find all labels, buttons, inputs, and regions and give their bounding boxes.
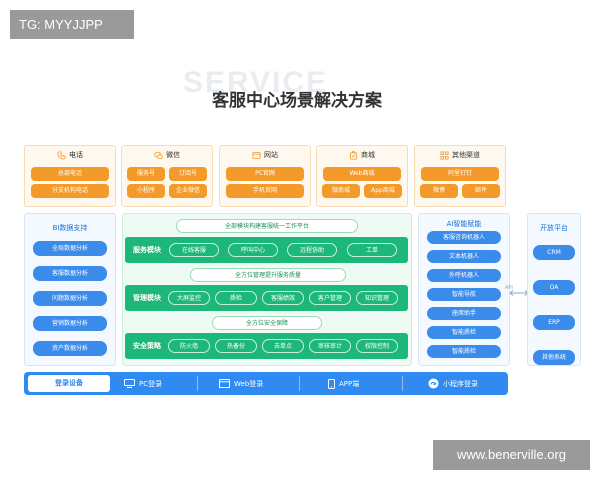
open-platform-title: 开放平台	[540, 224, 568, 232]
btn-knowledge-mgmt[interactable]: 知识管理	[356, 291, 398, 305]
channel-store-name: 商城	[361, 151, 375, 159]
channel-phone-name: 电话	[69, 151, 83, 159]
channel-other: 其他渠道 阿里钉钉 微博 邮件	[414, 145, 506, 207]
store-icon	[349, 150, 358, 160]
page-title: 客服中心场景解决方案	[212, 91, 382, 111]
login-web-label: Web登录	[234, 379, 264, 388]
security-strategy-band: 安全策略 防火墙 热备份 去单点 审核审计 权限控制	[125, 333, 408, 359]
ai-item-smart-nav[interactable]: 智能导航	[427, 288, 501, 301]
phone-icon	[57, 150, 66, 160]
pill-enterprise-wechat[interactable]: 企业微信	[169, 184, 207, 198]
management-module-band: 管理模块 大屏监控 质检 客服绩效 客户管理 知识管理	[125, 285, 408, 311]
bi-panel: BI数据支持 全局数据分析 客服数据分析 问题数据分析 营销数据分析 资产数据分…	[24, 213, 116, 366]
ai-item-agent-assist[interactable]: 座席助手	[427, 307, 501, 320]
login-app-label: APP端	[339, 379, 360, 388]
btn-firewall[interactable]: 防火墙	[168, 339, 210, 353]
channel-website-name: 网站	[264, 151, 278, 159]
btn-online-service[interactable]: 在线客服	[169, 243, 219, 257]
bi-item-marketing[interactable]: 营销数据分析	[33, 316, 107, 331]
btn-quality-check[interactable]: 质检	[215, 291, 257, 305]
pill-dingtalk[interactable]: 阿里钉钉	[421, 167, 499, 181]
service-watermark: SERVICE	[183, 66, 329, 99]
channel-other-name: 其他渠道	[452, 151, 480, 159]
bi-item-issues[interactable]: 问题数据分析	[33, 291, 107, 306]
btn-hot-backup[interactable]: 热备份	[215, 339, 257, 353]
pill-mini-program[interactable]: 小程序	[127, 184, 165, 198]
channel-website: 网站 PC官网 手机官网	[219, 145, 311, 207]
pill-app-store[interactable]: App商城	[364, 184, 402, 198]
pill-pc-website[interactable]: PC官网	[226, 167, 304, 181]
pill-branch-phone[interactable]: 分支机构电话	[31, 184, 109, 198]
divider	[197, 376, 198, 391]
divider	[402, 376, 403, 391]
btn-call-center[interactable]: 呼叫中心	[228, 243, 278, 257]
open-item-crm[interactable]: CRM	[533, 245, 575, 260]
pill-micro-store[interactable]: 微商城	[322, 184, 360, 198]
ai-item-smart-qc-2[interactable]: 智能质检	[427, 345, 501, 358]
ai-item-smart-qc-1[interactable]: 智能质检	[427, 326, 501, 339]
security-row-label: 全方位安全保障	[212, 316, 322, 330]
btn-screen-monitor[interactable]: 大屏监控	[168, 291, 210, 305]
tg-tag: TG: MYYJJPP	[10, 10, 134, 39]
ai-panel-title: AI智能赋能	[446, 220, 482, 228]
browser-icon	[219, 379, 230, 388]
management-row-label: 全方位管理提升服务质量	[190, 268, 346, 282]
open-item-erp[interactable]: ERP	[533, 315, 575, 330]
pill-web-store[interactable]: Web商城	[323, 167, 401, 181]
open-platform-panel: 开放平台 CRM OA ERP 其他系统	[527, 213, 581, 366]
pill-service-account[interactable]: 服务号	[127, 167, 165, 181]
btn-service-kpi[interactable]: 客服绩效	[262, 291, 304, 305]
btn-ticket[interactable]: 工单	[347, 243, 397, 257]
login-mini-program-label: 小程序登录	[443, 379, 478, 388]
login-mini-program[interactable]: 小程序登录	[428, 372, 478, 395]
bi-item-service[interactable]: 客服数据分析	[33, 266, 107, 281]
ai-item-consult-bot[interactable]: 客服咨询机器人	[427, 231, 501, 244]
grid-icon	[440, 150, 449, 160]
login-pc-label: PC登录	[139, 379, 163, 388]
service-module-title: 服务模块	[133, 246, 161, 254]
bi-item-global[interactable]: 全局数据分析	[33, 241, 107, 256]
channel-wechat: 微信 服务号 订阅号 小程序 企业微信	[121, 145, 213, 207]
monitor-icon	[124, 379, 135, 388]
security-strategy-title: 安全策略	[133, 342, 161, 350]
api-label: API	[505, 285, 513, 291]
pill-weibo[interactable]: 微博	[420, 184, 458, 198]
ai-item-text-bot[interactable]: 文本机器人	[427, 250, 501, 263]
channel-phone: 电话 总部电话 分支机构电话	[24, 145, 116, 207]
channel-wechat-name: 微信	[166, 151, 180, 159]
btn-no-single-point[interactable]: 去单点	[262, 339, 304, 353]
bi-item-assets[interactable]: 资产数据分析	[33, 341, 107, 356]
ai-panel: AI智能赋能 客服咨询机器人 文本机器人 外呼机器人 智能导航 座席助手 智能质…	[418, 213, 510, 366]
open-item-other[interactable]: 其他系统	[533, 350, 575, 365]
btn-remote-assist[interactable]: 远程协助	[287, 243, 337, 257]
btn-customer-mgmt[interactable]: 客户管理	[309, 291, 351, 305]
website-icon	[252, 151, 261, 159]
website-tag: www.benerville.org	[433, 440, 590, 470]
login-device-label: 登录设备	[28, 375, 110, 392]
login-bar: 登录设备 PC登录 Web登录 APP端	[24, 372, 508, 395]
pill-subscription-account[interactable]: 订阅号	[169, 167, 207, 181]
ai-item-outbound-bot[interactable]: 外呼机器人	[427, 269, 501, 282]
btn-audit[interactable]: 审核审计	[309, 339, 351, 353]
api-arrow-icon	[509, 290, 529, 296]
btn-access-control[interactable]: 权限控制	[356, 339, 398, 353]
wechat-icon	[154, 151, 163, 159]
management-module-title: 管理模块	[133, 294, 161, 302]
login-web[interactable]: Web登录	[219, 372, 263, 395]
pill-hq-phone[interactable]: 总部电话	[31, 167, 109, 181]
channel-store: 商城 Web商城 微商城 App商城	[316, 145, 408, 207]
bi-panel-title: BI数据支持	[52, 224, 88, 232]
service-module-band: 服务模块 在线客服 呼叫中心 远程协助 工单	[125, 237, 408, 263]
pill-mobile-website[interactable]: 手机官网	[226, 184, 304, 198]
pill-email[interactable]: 邮件	[462, 184, 500, 198]
service-row-label: 全部模块构建客服统一工作平台	[176, 219, 358, 233]
open-item-oa[interactable]: OA	[533, 280, 575, 295]
login-app[interactable]: APP端	[328, 372, 359, 395]
mini-program-icon	[428, 378, 439, 389]
divider	[299, 376, 300, 391]
app-icon	[328, 378, 335, 389]
login-pc[interactable]: PC登录	[124, 372, 162, 395]
